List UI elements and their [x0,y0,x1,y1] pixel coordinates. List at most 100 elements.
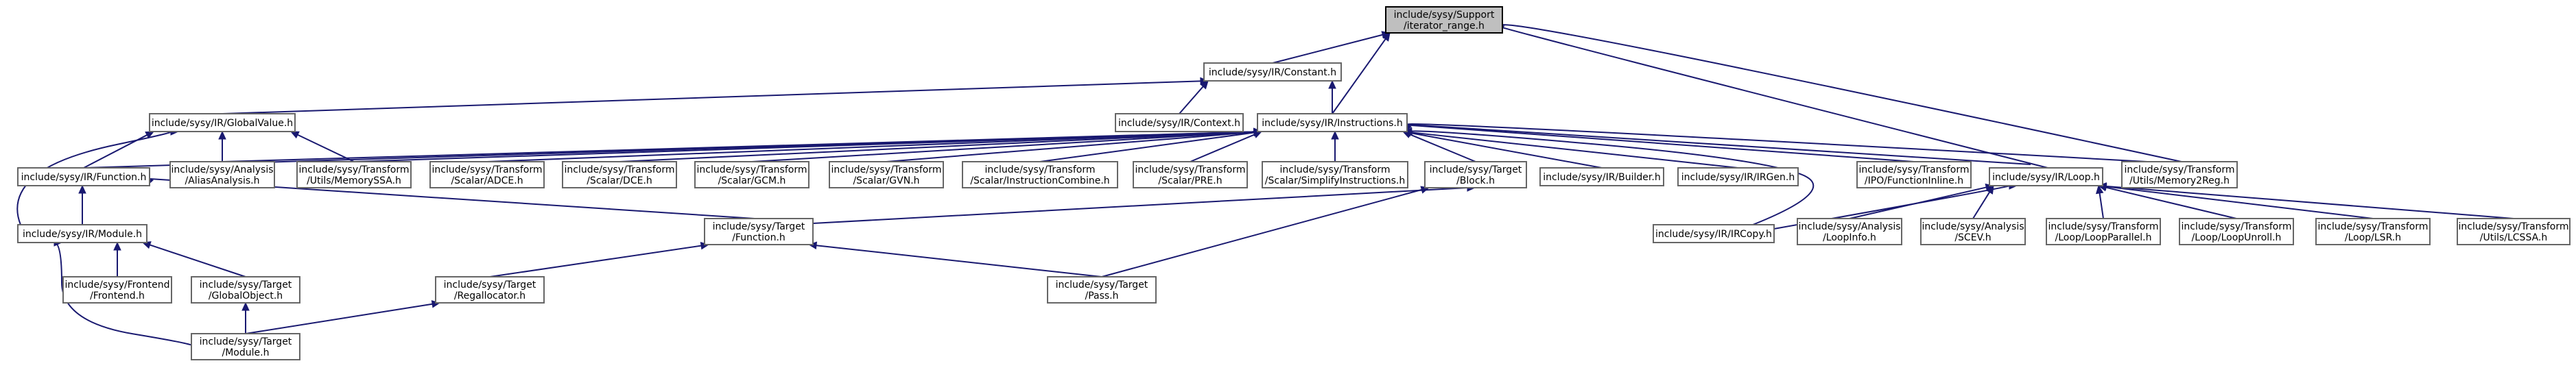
node-box-regallocator[interactable] [435,276,545,304]
node-box-function_ir[interactable] [17,167,150,186]
node-function_ir[interactable]: include/sysy/IR/Function.h [17,167,150,186]
edge-globalvalue-to-aliasanalysis-arrowhead [218,130,226,140]
node-box-memory2reg[interactable] [2121,161,2238,188]
node-box-loopunroll[interactable] [2179,218,2294,245]
node-memoryssa[interactable]: include/sysy/Transform/Utils/MemorySSA.h [296,161,412,188]
node-box-loopinfo[interactable] [1797,218,1902,245]
node-instcombine[interactable]: include/sysy/Transform/Scalar/Instructio… [962,161,1118,188]
node-label-adce-line-0: include/sysy/Transform [432,164,543,175]
node-box-gcm[interactable] [694,161,810,188]
node-label-simplify-line-1: /Scalar/SimplifyInstructions.h [1265,175,1405,186]
node-label-loopparallel-line-1: /Loop/LoopParallel.h [2055,232,2152,243]
node-box-loopparallel[interactable] [2046,218,2161,245]
node-box-constant[interactable] [1203,62,1342,82]
node-box-pre[interactable] [1133,161,1248,188]
node-regallocator[interactable]: include/sysy/Target/Regallocator.h [435,276,545,304]
edge-loop-to-loopparallel-arrowhead [2095,184,2104,195]
node-loop[interactable]: include/sysy/IR/Loop.h [1989,167,2103,186]
node-loopinfo[interactable]: include/sysy/Analysis/LoopInfo.h [1797,218,1902,245]
node-context[interactable]: include/sysy/IR/Context.h [1115,113,1244,132]
node-box-gvn[interactable] [829,161,944,188]
node-funcinline[interactable]: include/sysy/Transform/IPO/FunctionInlin… [1856,161,1972,188]
node-builder[interactable]: include/sysy/IR/Builder.h [1539,167,1664,186]
node-irgen[interactable]: include/sysy/IR/IRGen.h [1677,167,1799,186]
edge-instructions-to-adce [486,131,1255,162]
node-box-context[interactable] [1115,113,1244,132]
node-label-iterator_range-line-1: /iterator_range.h [1404,21,1485,32]
edge-instructions-to-instcombine [1039,132,1255,162]
node-frontend[interactable]: include/sysy/Frontend/Frontend.h [62,276,172,304]
node-box-lcssa[interactable] [2457,218,2571,245]
node-label-gcm-line-1: /Scalar/GCM.h [718,175,786,186]
node-looplsr[interactable]: include/sysy/Transform/Loop/LSR.h [2315,218,2431,245]
node-box-irgen[interactable] [1677,167,1799,186]
edge-constant-to-instructions-arrowhead [1328,79,1336,89]
node-box-globalobject[interactable] [191,276,300,304]
node-box-module_ir[interactable] [17,224,147,243]
node-label-aliasanalysis-line-1: /AliasAnalysis.h [185,175,260,186]
node-lcssa[interactable]: include/sysy/Transform/Utils/LCSSA.h [2457,218,2571,245]
node-label-funcinline-line-0: include/sysy/Transform [1859,164,1970,175]
node-box-globalvalue[interactable] [149,113,296,132]
node-box-funcinline[interactable] [1856,161,1972,188]
node-label-irgen-line-0: include/sysy/IR/IRGen.h [1681,172,1795,183]
node-label-globalobject-line-1: /GlobalObject.h [209,291,283,301]
node-iterator_range[interactable]: include/sysy/Support/iterator_range.h [1385,6,1503,34]
node-box-scev[interactable] [1920,218,2026,245]
node-box-ircopy[interactable] [1653,224,1775,243]
node-loopunroll[interactable]: include/sysy/Transform/Loop/LoopUnroll.h [2179,218,2294,245]
node-loopparallel[interactable]: include/sysy/Transform/Loop/LoopParallel… [2046,218,2161,245]
node-memory2reg[interactable]: include/sysy/Transform/Utils/Memory2Reg.… [2121,161,2238,188]
node-label-memory2reg-line-1: /Utils/Memory2Reg.h [2129,175,2230,186]
node-box-iterator_range[interactable] [1385,6,1503,34]
edge-instructions-to-ircopy [1411,130,1815,227]
node-label-context-line-0: include/sysy/IR/Context.h [1118,118,1240,129]
node-box-dce[interactable] [562,161,677,188]
node-box-target_module[interactable] [191,333,300,360]
node-box-simplify[interactable] [1262,161,1408,188]
node-box-instructions[interactable] [1257,113,1408,132]
edge-module_ir-to-frontend-arrowhead [113,241,121,251]
node-box-adce[interactable] [429,161,545,188]
node-box-aliasanalysis[interactable] [169,161,275,188]
node-box-target_function[interactable] [704,218,814,245]
node-label-looplsr-line-1: /Loop/LSR.h [2345,232,2401,243]
node-label-pass-line-1: /Pass.h [1085,291,1118,301]
node-box-builder[interactable] [1539,167,1664,186]
node-block[interactable]: include/sysy/Target/Block.h [1424,161,1527,188]
node-constant[interactable]: include/sysy/IR/Constant.h [1203,62,1342,82]
node-gvn[interactable]: include/sysy/Transform/Scalar/GVN.h [829,161,944,188]
node-box-memoryssa[interactable] [296,161,412,188]
node-box-loop[interactable] [1989,167,2103,186]
edge-globalvalue-to-memoryssa-arrowhead [289,131,300,139]
node-box-instcombine[interactable] [962,161,1118,188]
node-globalobject[interactable]: include/sysy/Target/GlobalObject.h [191,276,300,304]
node-label-dce-line-1: /Scalar/DCE.h [587,175,652,186]
node-scev[interactable]: include/sysy/Analysis/SCEV.h [1920,218,2026,245]
node-ircopy[interactable]: include/sysy/IR/IRCopy.h [1653,224,1775,243]
node-label-looplsr-line-0: include/sysy/Transform [2318,221,2429,232]
edge-instructions-to-gvn [886,131,1255,162]
node-label-gvn-line-1: /Scalar/GVN.h [853,175,919,186]
node-box-looplsr[interactable] [2315,218,2431,245]
node-label-iterator_range-line-0: include/sysy/Support [1394,10,1495,21]
node-simplify[interactable]: include/sysy/Transform/Scalar/SimplifyIn… [1262,161,1408,188]
node-adce[interactable]: include/sysy/Transform/Scalar/ADCE.h [429,161,545,188]
node-label-scev-line-1: /SCEV.h [1954,232,1991,243]
node-box-pass[interactable] [1047,276,1157,304]
edge-instructions-to-dce [619,131,1255,162]
node-module_ir[interactable]: include/sysy/IR/Module.h [17,224,147,243]
node-box-frontend[interactable] [62,276,172,304]
node-pass[interactable]: include/sysy/Target/Pass.h [1047,276,1157,304]
node-pre[interactable]: include/sysy/Transform/Scalar/PRE.h [1133,161,1248,188]
node-target_function[interactable]: include/sysy/Target/Function.h [704,218,814,245]
node-aliasanalysis[interactable]: include/sysy/Analysis/AliasAnalysis.h [169,161,275,188]
node-target_module[interactable]: include/sysy/Target/Module.h [191,333,300,360]
node-gcm[interactable]: include/sysy/Transform/Scalar/GCM.h [694,161,810,188]
node-instructions[interactable]: include/sysy/IR/Instructions.h [1257,113,1408,132]
node-dce[interactable]: include/sysy/Transform/Scalar/DCE.h [562,161,677,188]
node-globalvalue[interactable]: include/sysy/IR/GlobalValue.h [149,113,296,132]
node-box-block[interactable] [1424,161,1527,188]
edge-target_function-to-regallocator [489,245,702,277]
node-label-memoryssa-line-0: include/sysy/Transform [299,164,410,175]
